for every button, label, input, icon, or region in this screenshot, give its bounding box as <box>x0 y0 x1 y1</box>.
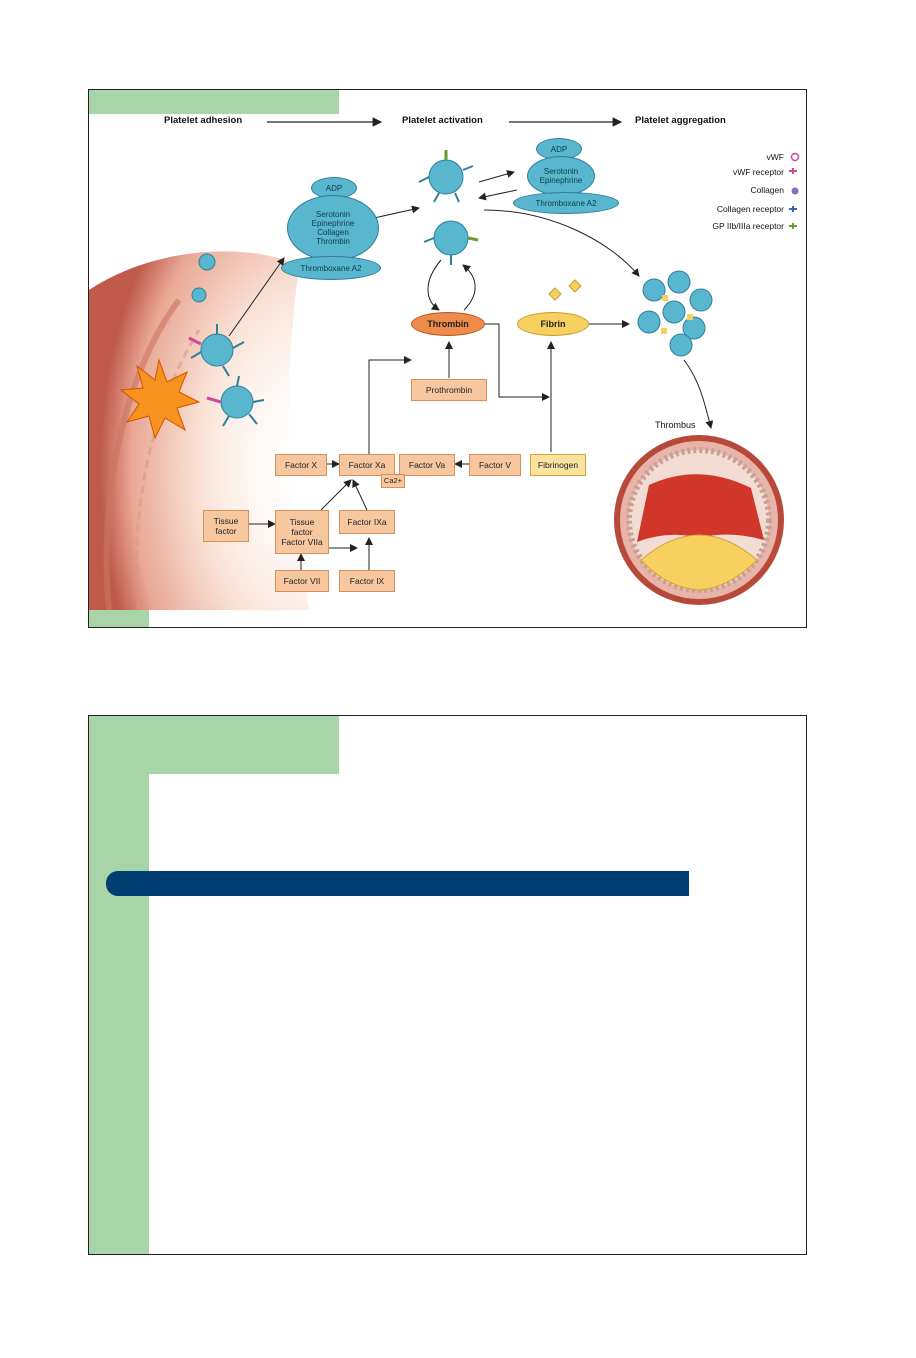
injury-star <box>119 358 201 440</box>
mediator-serotonin-activation: Serotonin <box>543 167 579 176</box>
mediator-epinephrine: Epinephrine <box>311 219 355 228</box>
mediator-thrombin: Thrombin <box>316 237 350 246</box>
slide-title-bar <box>106 871 689 896</box>
diagram-artwork <box>89 117 800 611</box>
vessel-wall <box>89 251 309 610</box>
resting-platelet <box>191 287 207 303</box>
tissue-factor-box: Tissue factor <box>203 510 249 542</box>
factor-v-box: Factor V <box>469 454 521 476</box>
factor-xa-box: Factor Xa <box>339 454 395 476</box>
slide-accent-sidebar <box>89 716 149 1254</box>
thrombin-node: Thrombin <box>411 312 485 336</box>
stage-label-aggregation: Platelet aggregation <box>635 115 726 126</box>
fibrin-strand-icon <box>548 287 562 301</box>
endothelium-layer-inner <box>135 329 201 611</box>
legend-vwf-icon <box>790 152 800 162</box>
mediator-epinephrine-activation: Epinephrine <box>539 176 583 185</box>
legend-vwf: vWF <box>766 152 784 162</box>
thrombus-label: Thrombus <box>655 420 696 430</box>
adherent-platelet <box>200 333 234 367</box>
legend-gp-receptor: GP IIb/IIIa receptor <box>712 221 784 231</box>
tf-factor-viia-box: Tissue factor Factor VIIa <box>275 510 329 554</box>
legend-gp-receptor-icon <box>789 223 797 229</box>
atheroma-plaque <box>640 534 758 591</box>
legend-collagen-icon <box>791 187 799 195</box>
legend-collagen-receptor: Collagen receptor <box>716 204 784 214</box>
slide-corner-curve <box>149 774 179 804</box>
stage-label-adhesion: Platelet adhesion <box>164 115 243 126</box>
factor-x-box: Factor X <box>275 454 327 476</box>
stage-label-activation: Platelet activation <box>402 115 483 126</box>
legend-vwf-receptor-icon <box>789 168 797 174</box>
calcium-box: Ca2+ <box>381 474 405 488</box>
prothrombin-box: Prothrombin <box>411 379 487 401</box>
mediator-thromboxane: Thromboxane A2 <box>281 256 381 280</box>
mediator-serotonin: Serotonin <box>315 210 351 219</box>
fibrin-strand-icon <box>568 279 582 293</box>
adherent-platelet <box>220 385 254 419</box>
endothelium-layer <box>103 298 182 611</box>
factor-ix-box: Factor IX <box>339 570 395 592</box>
mediator-cluster-activation: Serotonin Epinephrine <box>527 156 595 196</box>
mediator-cluster-adhesion: Serotonin Epinephrine Collagen Thrombin <box>287 195 379 261</box>
slide-accent-bar-top <box>89 90 339 114</box>
fibrinogen-box: Fibrinogen <box>530 454 586 476</box>
legend-collagen-receptor-icon <box>789 206 797 212</box>
mediator-thromboxane-activation: Thromboxane A2 <box>513 192 619 214</box>
legend-vwf-receptor: vWF receptor <box>732 167 784 177</box>
factor-vii-box: Factor VII <box>275 570 329 592</box>
fibrin-node: Fibrin <box>517 312 589 336</box>
legend-collagen: Collagen <box>750 185 784 195</box>
slide-accent-header <box>89 716 339 774</box>
blank-slide <box>88 715 807 1255</box>
diagram-slide: Platelet adhesion Platelet activation Pl… <box>88 89 807 628</box>
activated-platelet <box>433 220 469 256</box>
resting-platelet <box>198 253 216 271</box>
mediator-collagen: Collagen <box>317 228 349 237</box>
factor-va-box: Factor Va <box>399 454 455 476</box>
activated-platelet <box>428 159 464 195</box>
platelet-aggregate <box>637 270 713 357</box>
thrombus-clot <box>637 474 764 542</box>
factor-ixa-box: Factor IXa <box>339 510 395 534</box>
